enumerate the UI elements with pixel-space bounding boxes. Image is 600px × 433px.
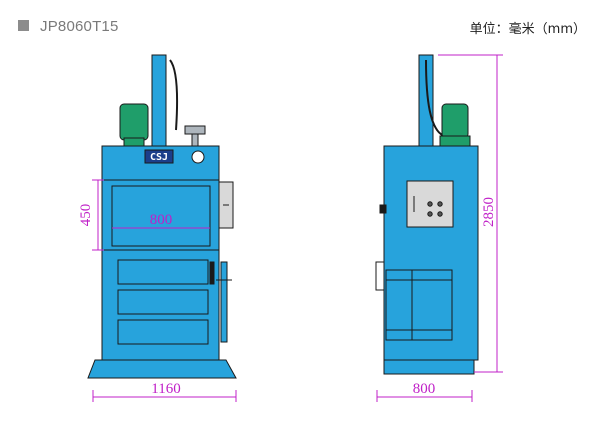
side-depth-dim-label: 800 — [413, 381, 436, 397]
side-button-1 — [427, 201, 433, 207]
front-brand-plate — [144, 149, 174, 164]
front-base-plate — [87, 359, 237, 379]
side-height-dim-label: 2850 — [481, 197, 497, 227]
side-motor-base — [439, 135, 471, 147]
side-dimensions — [376, 54, 503, 402]
front-valve — [184, 125, 206, 135]
side-button-4 — [437, 211, 443, 217]
side-door-frame — [385, 269, 453, 341]
front-motor-base — [123, 137, 145, 147]
front-panel-3 — [117, 319, 209, 345]
front-base-dim-label: 1160 — [151, 381, 180, 397]
front-width-dim-label: 800 — [150, 212, 173, 228]
side-motor — [441, 103, 469, 139]
front-latch — [209, 261, 215, 285]
side-base-plate — [383, 359, 475, 375]
front-chamber-opening — [111, 185, 211, 247]
front-height-dim-label: 450 — [78, 204, 94, 227]
front-valve-stem — [191, 133, 199, 147]
front-pressure-gauge — [191, 150, 205, 164]
unit-label: 单位：毫米（mm） — [469, 22, 586, 37]
front-hydraulic-hose — [169, 59, 179, 131]
front-side-rod — [220, 261, 228, 343]
front-panel-2 — [117, 289, 209, 315]
front-cylinder-column — [151, 54, 167, 148]
side-button-3 — [427, 211, 433, 217]
side-door-handle — [375, 261, 385, 291]
front-brand-text: CSJ — [150, 152, 168, 163]
model-title: JP8060T15 — [40, 18, 119, 35]
side-hydraulic-hose — [425, 59, 445, 137]
side-view — [375, 54, 479, 375]
front-view: CSJ — [87, 54, 237, 379]
side-main-body — [383, 145, 479, 361]
front-motor — [119, 103, 149, 141]
front-panel-1 — [117, 259, 209, 285]
front-dimensions — [92, 179, 237, 402]
side-button-2 — [437, 201, 443, 207]
header-bullet-icon — [18, 20, 29, 31]
side-handle — [379, 204, 387, 214]
